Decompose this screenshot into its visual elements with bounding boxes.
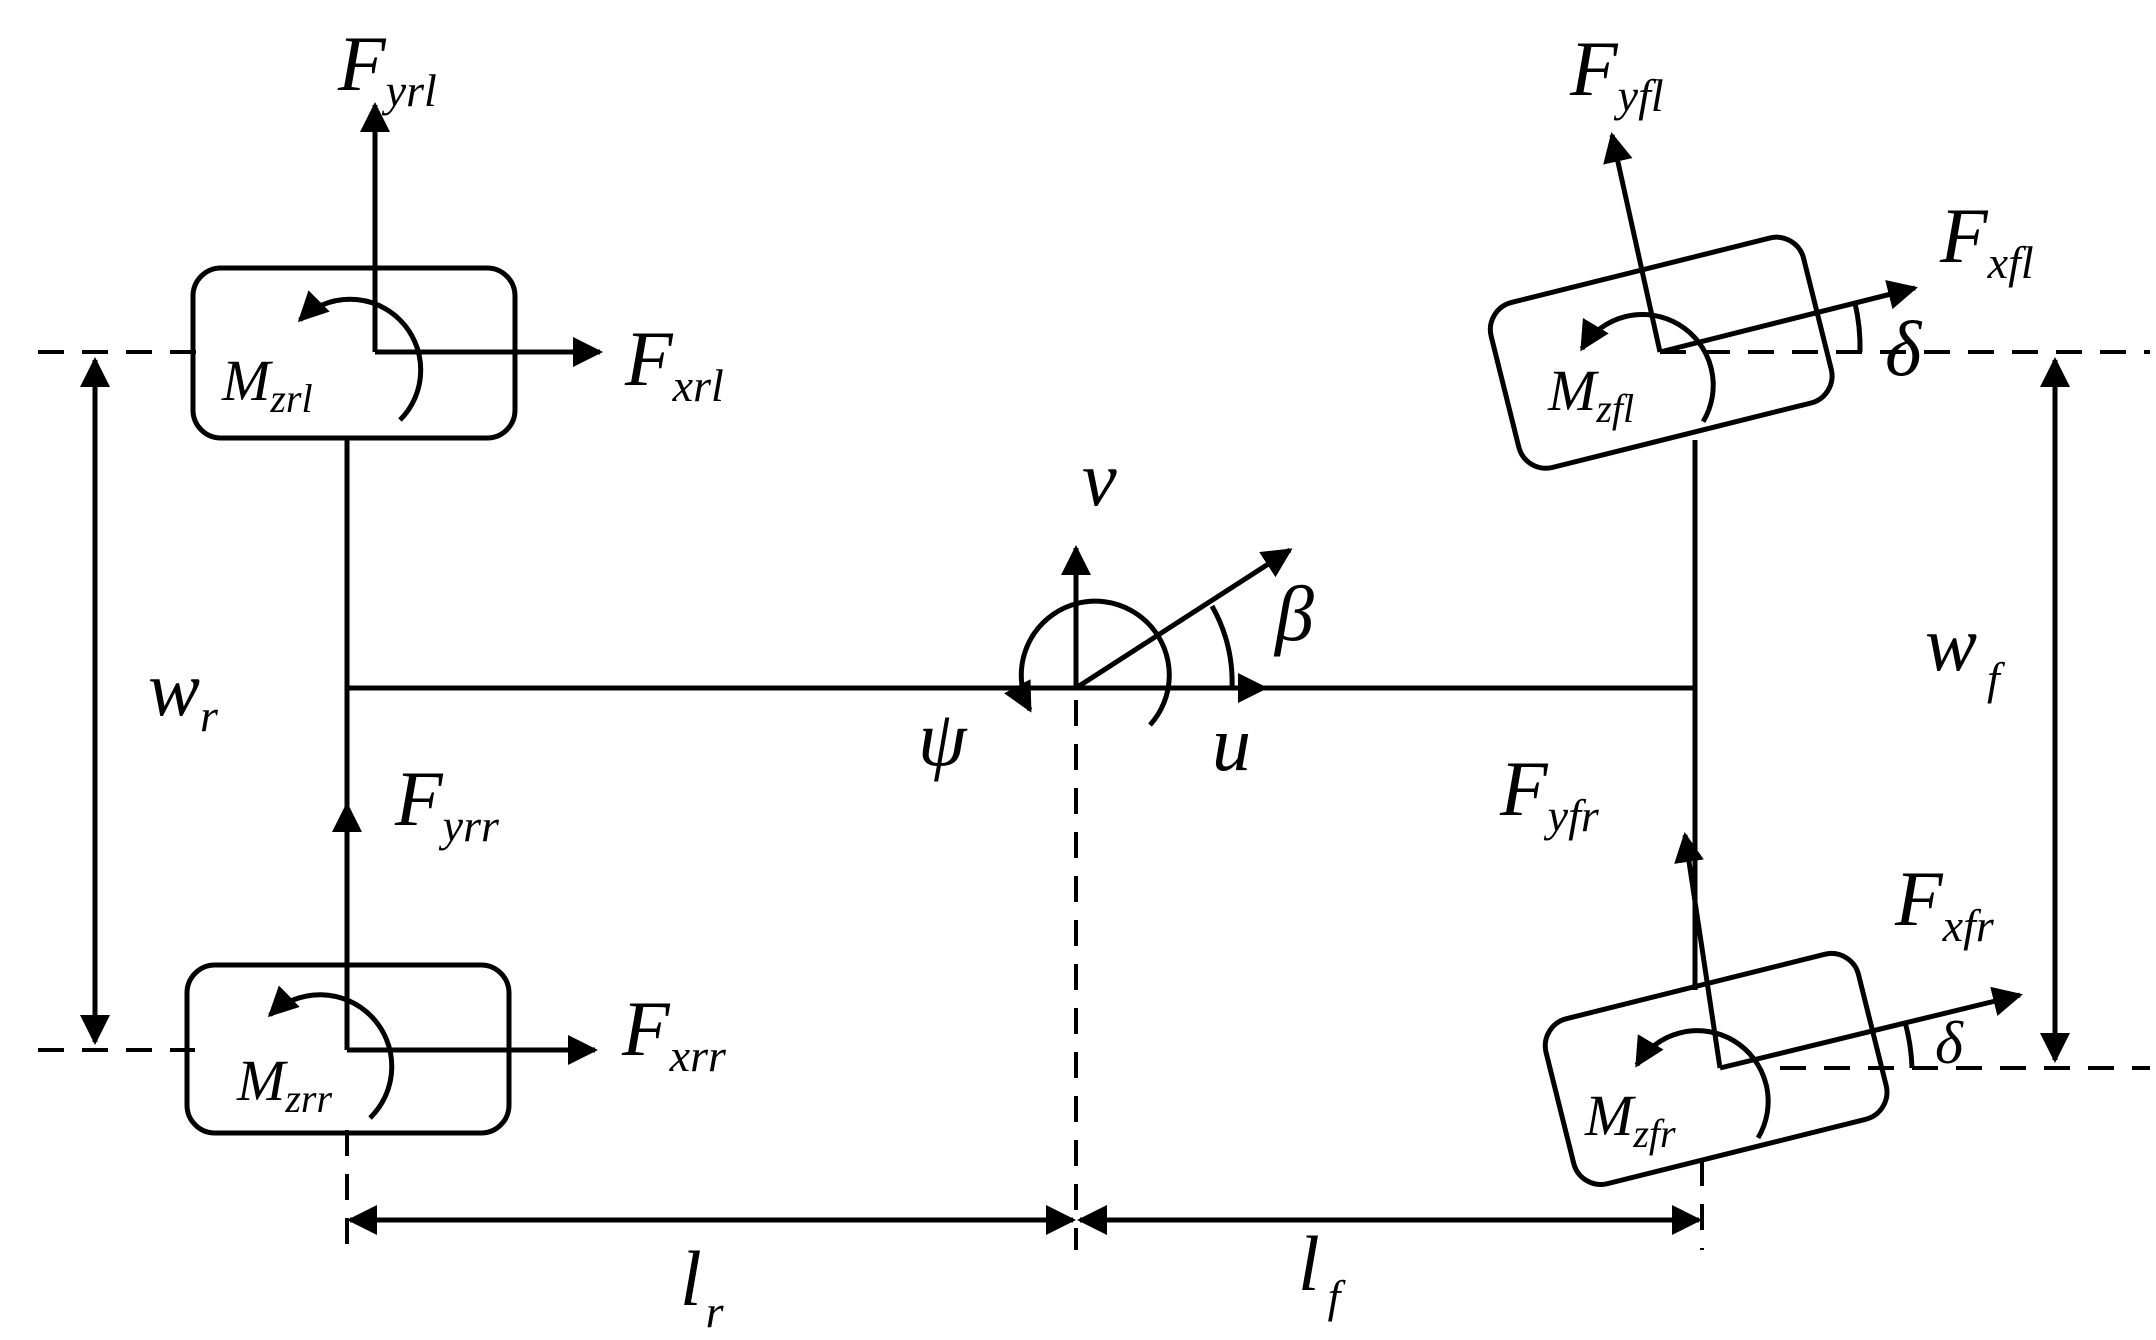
center-of-gravity	[1004, 545, 1293, 727]
label-fyrr: Fyrr	[394, 755, 500, 851]
label-v: v	[1082, 435, 1117, 522]
label-fxrl: Fxrl	[624, 315, 724, 411]
label-fxrr: Fxrr	[621, 985, 727, 1081]
label-delta-front-left: δ	[1885, 305, 1923, 392]
front-left-force-arrows	[1603, 132, 1918, 355]
label-lr: lr	[680, 1235, 725, 1337]
label-mzrr: Mzrr	[236, 1048, 332, 1121]
label-fyfl: Fyfl	[1569, 25, 1664, 121]
label-psi: ψ	[918, 695, 968, 782]
front-right-force-arrows	[1674, 832, 2023, 1071]
label-delta-front-right: δ	[1935, 1010, 1964, 1076]
label-mzfr: Mzfr	[1584, 1083, 1676, 1156]
label-wr: wr	[148, 645, 219, 741]
label-fxfr: Fxfr	[1894, 855, 1995, 951]
label-mzrl: Mzrl	[221, 348, 313, 421]
label-fxfl: Fxfl	[1939, 192, 2034, 288]
label-mzfl: Mzfl	[1547, 358, 1634, 431]
label-fyrl: Fyrl	[337, 20, 437, 116]
rear-right-wheel	[184, 802, 598, 1136]
label-fyfr: Fyfr	[1499, 745, 1600, 841]
label-beta: β	[1273, 570, 1314, 657]
rear-left-wheel	[190, 102, 603, 441]
label-u: u	[1212, 700, 1251, 787]
